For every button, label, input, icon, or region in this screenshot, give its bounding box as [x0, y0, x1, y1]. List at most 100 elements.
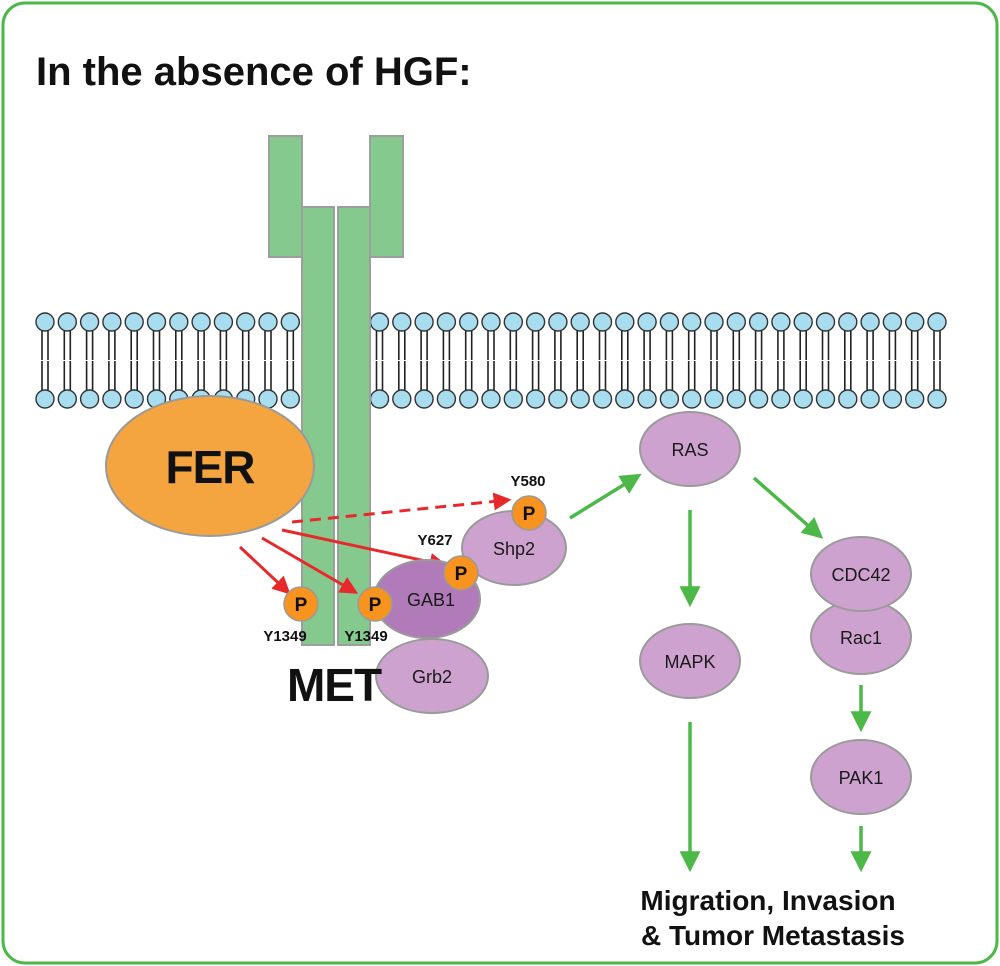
cdc42-label: CDC42	[831, 565, 890, 585]
met-extracellular-right	[369, 135, 404, 258]
lipid-head	[927, 389, 947, 409]
lipid-head	[748, 389, 769, 409]
lipid-head	[659, 312, 680, 332]
lipid-head	[838, 389, 858, 409]
outcome-line2: & Tumor Metastasis	[641, 920, 905, 951]
lipid-head	[57, 389, 78, 409]
lipid-head	[124, 389, 144, 409]
lipid-head	[615, 389, 635, 409]
lipid-head	[392, 389, 412, 409]
phosphate-icon: P	[511, 495, 547, 531]
lipid-head	[905, 312, 925, 332]
met-label: MET	[287, 659, 382, 711]
lipid-bilayer-icon	[35, 312, 947, 409]
pak1-label: PAK1	[839, 768, 884, 788]
lipid-head	[280, 312, 300, 332]
lipid-head	[615, 312, 635, 332]
arrow-fer-to-met-y1349-a	[238, 545, 291, 595]
lipid-head	[592, 312, 613, 332]
mapk-protein: MAPK	[639, 623, 741, 699]
arrow-shp2-to-ras	[569, 473, 642, 520]
lipid-head	[637, 312, 657, 332]
lipid-head	[436, 389, 457, 409]
arrow-fer-to-met-y1349-b	[261, 536, 359, 594]
outcome-line1: Migration, Invasion	[640, 885, 895, 916]
lipid-head	[815, 312, 836, 332]
fer-kinase: FER	[105, 395, 315, 537]
rac1-protein: Rac1	[810, 599, 912, 675]
lipid-head	[503, 312, 523, 332]
lipid-head	[191, 312, 211, 332]
fer-phosphorylation-arrows	[238, 492, 512, 595]
lipid-head	[570, 312, 590, 332]
lipid-head	[838, 312, 858, 332]
lipid-head	[637, 389, 657, 409]
lipid-head	[726, 389, 746, 409]
lipid-head	[659, 389, 680, 409]
lipid-head	[525, 389, 546, 409]
lipid-head	[392, 312, 412, 332]
gab1-label: GAB1	[407, 590, 455, 610]
lipid-head	[726, 312, 746, 332]
lipid-head	[815, 389, 836, 409]
lipid-head	[682, 389, 702, 409]
diagram-title: In the absence of HGF:	[36, 50, 472, 94]
lipid-head	[570, 389, 590, 409]
ras-protein: RAS	[639, 411, 741, 487]
met-transmembrane-left	[301, 206, 335, 646]
lipid-head	[459, 389, 479, 409]
lipid-head	[169, 312, 189, 332]
pak1-protein: PAK1	[810, 739, 912, 815]
phosphate-icon: P	[357, 586, 393, 622]
lipid-head	[414, 312, 434, 332]
grb2-label: Grb2	[412, 667, 452, 687]
met-extracellular-left	[268, 135, 303, 258]
lipid-head	[860, 389, 880, 409]
lipid-head	[704, 389, 724, 409]
lipid-head	[592, 389, 613, 409]
lipid-head	[35, 389, 55, 409]
shp2-protein: Shp2	[461, 510, 567, 586]
lipid-head	[682, 312, 702, 332]
lipid-head	[79, 389, 100, 409]
lipid-head	[459, 312, 479, 332]
arrow-ras-to-cdc42	[752, 476, 824, 539]
lipid-head	[102, 312, 122, 332]
lipid-head	[793, 389, 813, 409]
grb2-protein: Grb2	[375, 638, 489, 714]
lipid-head	[882, 389, 903, 409]
site-label-y580: Y580	[510, 473, 545, 490]
lipid-head	[793, 312, 813, 332]
lipid-head	[481, 312, 501, 332]
lipid-head	[213, 312, 234, 332]
lipid-head	[548, 389, 568, 409]
signaling-arrows	[569, 473, 872, 873]
phospho-label-met-b: P	[369, 595, 382, 616]
lipid-head	[927, 312, 947, 332]
lipid-head	[748, 312, 769, 332]
arrow-fer-to-gab1-y627	[281, 528, 448, 571]
lipid-head	[771, 389, 791, 409]
fer-label: FER	[166, 441, 256, 493]
lipid-head	[57, 312, 78, 332]
lipid-head	[414, 389, 434, 409]
lipid-head	[146, 312, 167, 332]
lipid-head	[771, 312, 791, 332]
site-label-y1349-b: Y1349	[344, 628, 387, 645]
phospho-label-gab1: P	[455, 564, 468, 585]
met-receptor-icon	[268, 135, 404, 646]
lipid-head	[258, 312, 278, 332]
ras-label: RAS	[671, 440, 708, 460]
phospho-label-shp2: P	[523, 504, 536, 525]
lipid-head	[102, 389, 122, 409]
cdc42-protein: CDC42	[810, 536, 912, 612]
lipid-head	[503, 389, 523, 409]
lipid-head	[548, 312, 568, 332]
phosphate-icon: P	[443, 555, 479, 591]
site-label-y1349-a: Y1349	[263, 628, 306, 645]
mapk-label: MAPK	[664, 652, 715, 672]
lipid-head	[436, 312, 457, 332]
rac1-label: Rac1	[840, 628, 882, 648]
lipid-head	[369, 312, 390, 332]
